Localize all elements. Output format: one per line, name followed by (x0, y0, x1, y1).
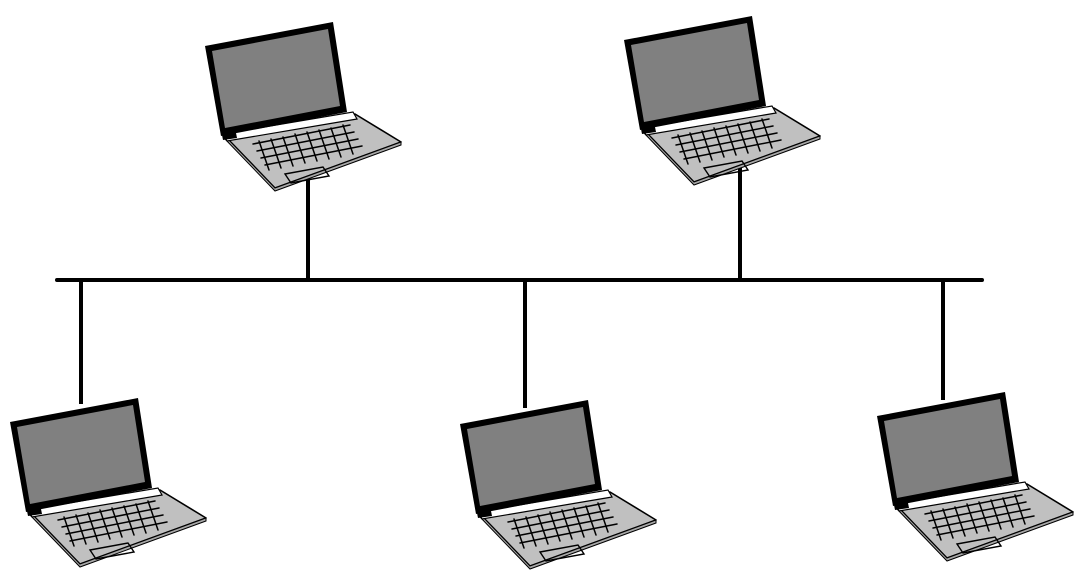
laptop-icon (623, 15, 821, 186)
laptop-icon (9, 397, 207, 568)
laptop-icon (204, 21, 402, 192)
laptop-icon (876, 391, 1074, 562)
laptop-icon (459, 399, 657, 570)
